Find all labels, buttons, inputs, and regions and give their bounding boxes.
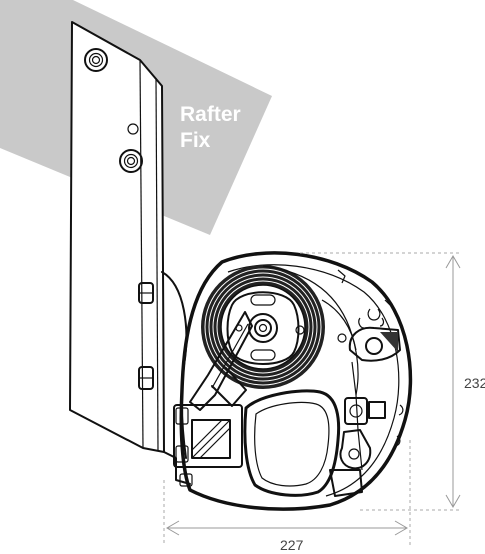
pivot-icon	[337, 333, 347, 343]
top-bolt-icon	[84, 48, 108, 72]
roller-end-plate	[226, 291, 305, 365]
arm-pivot-pin	[339, 397, 386, 470]
front-profile	[337, 269, 401, 362]
width-dimension	[166, 520, 408, 536]
clamp-block	[173, 404, 243, 468]
hook-lower-icon	[395, 435, 401, 447]
height-dimension	[445, 255, 461, 508]
mounting-bracket	[69, 21, 165, 453]
foot-bolt-icon	[179, 473, 193, 487]
arm-shoulder	[243, 389, 341, 497]
hook-upper-icon	[398, 404, 404, 416]
middle-bolt-icon	[119, 149, 143, 173]
height-dimension-label: 232	[464, 375, 485, 391]
arm-lower-piece	[329, 469, 363, 497]
lower-side-bolt-icon	[138, 366, 154, 390]
rafter-label-line2: Fix	[180, 129, 211, 152]
fabric-roll	[201, 265, 325, 389]
fabric-path	[262, 265, 359, 396]
dimension-guides	[163, 252, 462, 545]
support-arm	[189, 311, 253, 411]
width-dimension-label: 227	[280, 537, 304, 553]
bracket-foot	[163, 451, 191, 485]
upper-side-bolt-icon	[138, 282, 154, 304]
inner-rail	[351, 361, 363, 471]
small-hole-icon	[127, 123, 139, 135]
rafter-label-line1: Rafter	[180, 103, 241, 126]
fabric-path-2	[321, 299, 357, 351]
